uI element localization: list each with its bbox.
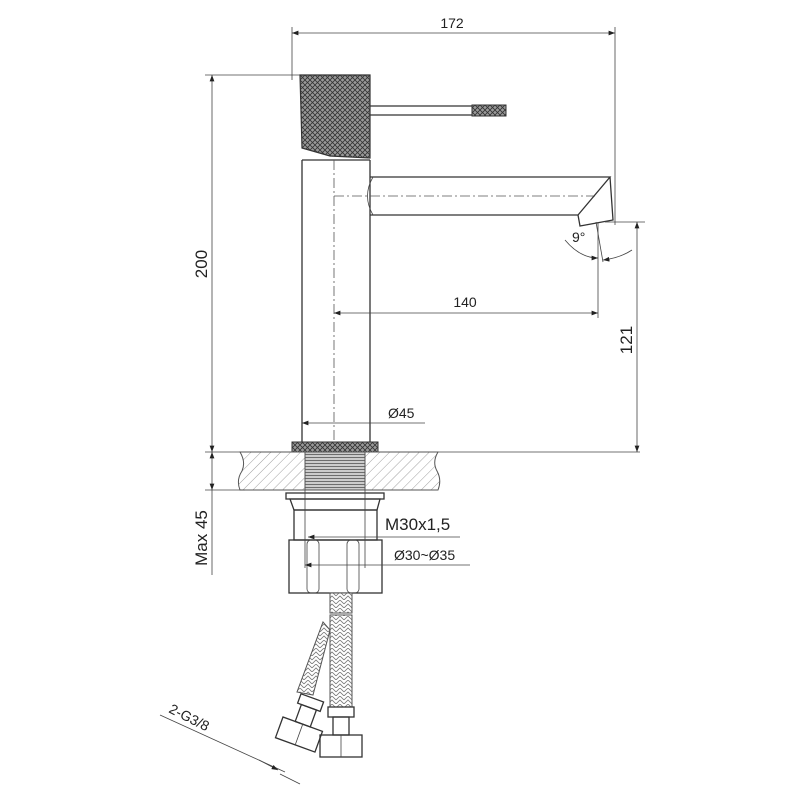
supply-hoses: [274, 592, 363, 758]
hole-diameter-label: Ø30~Ø35: [394, 547, 455, 563]
counter-top: [237, 441, 441, 491]
dimension-diameter-45: Ø45: [302, 405, 425, 426]
spout: [367, 176, 614, 227]
dimension-angle: 9°: [564, 221, 633, 318]
dimension-max-45: Max 45: [192, 452, 245, 575]
dimension-200: 200: [192, 74, 640, 453]
mounting-nut: [285, 490, 385, 594]
dim-172-label: 172: [440, 15, 464, 31]
angle-label: 9°: [572, 229, 585, 245]
dimension-140: 140: [334, 294, 598, 316]
dimension-121: 121: [605, 221, 645, 452]
dim-140-label: 140: [453, 294, 477, 310]
hose-thread-label: 2-G3/8: [167, 700, 213, 734]
max-45-label: Max 45: [192, 510, 211, 566]
dim-200-label: 200: [192, 250, 211, 278]
dim-121-label: 121: [617, 326, 636, 354]
thread-label: M30x1,5: [385, 515, 450, 534]
dimension-172: 172: [291, 15, 616, 225]
thread-dimensions: M30x1,5 Ø30~Ø35: [305, 515, 470, 568]
dimension-hose-thread: 2-G3/8: [159, 700, 301, 785]
faucet-body: [301, 159, 595, 445]
dim-45-label: Ø45: [388, 405, 415, 421]
handle: [299, 74, 507, 159]
